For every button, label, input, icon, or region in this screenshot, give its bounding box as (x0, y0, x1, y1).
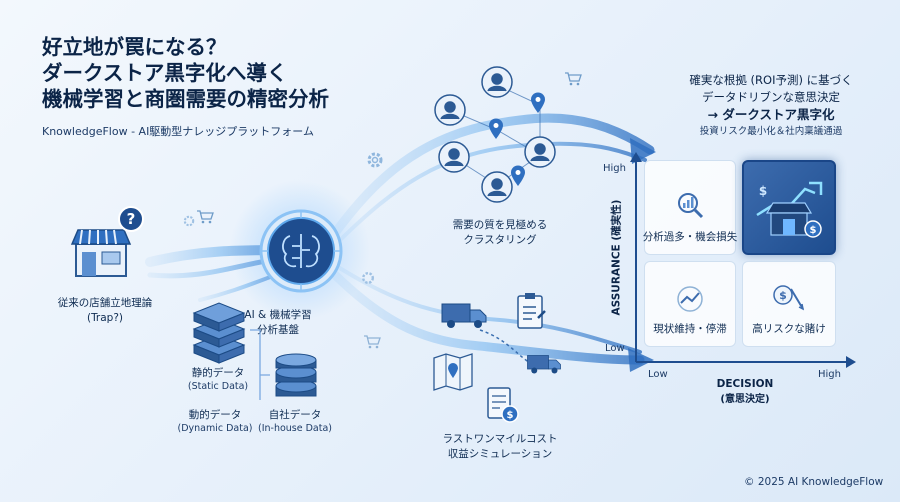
question-icon: ? (126, 210, 136, 228)
x-axis-title-main: DECISION (716, 378, 774, 390)
y-axis-title: ASSURANCE (確実性) (610, 199, 623, 316)
core-label-line-2: 分析基盤 (257, 324, 299, 336)
matrix-cell-top-left: 分析過多・機会損失 (642, 160, 738, 255)
x-high-tick: High (818, 369, 841, 380)
lastmile-label-line-2: 収益シミュレーション (447, 448, 553, 460)
store-label-line-1: 従来の店舗立地理論 (57, 297, 153, 309)
people-icon (434, 66, 556, 203)
title-line-2: ダークストア黒字化へ導く (42, 61, 288, 85)
x-low-tick: Low (648, 369, 668, 380)
headline-line-4: 投資リスク最小化＆社内稟議通過 (699, 126, 843, 137)
core-label: AI & 機械学習 分析基盤 (228, 308, 328, 338)
inhouse-data-en: (In-house Data) (257, 423, 332, 434)
truck-icon (527, 355, 561, 374)
inhouse-data-name: 自社データ (268, 409, 322, 421)
question-badge: ? (118, 206, 144, 232)
matrix-cell-top-right: $ $ (742, 160, 836, 255)
magnifier-chart-icon (678, 193, 704, 219)
headline-line-2: データドリブンな意思決定 (702, 90, 840, 104)
svg-text:$: $ (507, 410, 514, 421)
y-high-tick: High (603, 163, 626, 174)
headline-line-1: 確実な根拠 (ROI予測) に基づく (689, 73, 853, 87)
x-axis-title-sub: (意思決定) (720, 394, 770, 405)
database-icon (192, 302, 246, 364)
gear-icon (367, 152, 383, 168)
trend-icon (677, 286, 703, 312)
cell-label-bottom-right: 高リスクな賭け (752, 323, 826, 335)
static-data-name: 静的データ (191, 367, 245, 379)
inhouse-data-label: 自社データ (In-house Data) (250, 408, 340, 436)
brain-chip-icon (259, 209, 343, 293)
dynamic-data-en: (Dynamic Data) (177, 423, 253, 434)
core-label-line-1: AI & 機械学習 (244, 309, 312, 321)
clipboard-icon (517, 293, 546, 329)
store-icon (70, 229, 132, 277)
title-block: 好立地が罠になる？ ダークストア黒字化へ導く 機械学習と商圏需要の精密分析 (42, 34, 329, 112)
store-label-line-2: (Trap?) (86, 312, 124, 324)
y-low-tick: Low (605, 343, 625, 354)
lastmile-label-line-1: ラストワンマイルコスト (442, 433, 558, 445)
matrix-axes (630, 152, 856, 368)
invoice-icon: $ (487, 387, 519, 423)
title-line-1: 好立地が罠になる？ (42, 35, 227, 59)
route-map-icon (433, 353, 473, 391)
clustering-label-line-2: クラスタリング (463, 234, 537, 246)
map-pin-icon (489, 118, 503, 139)
map-pin-icon (511, 165, 525, 186)
x-axis-title: DECISION (意思決定) (700, 378, 790, 405)
matrix-cell-bottom-right: $ 高リスクな賭け (742, 261, 836, 347)
database-icon (275, 353, 317, 397)
cell-label-bottom-left: 現状維持・停滞 (653, 323, 727, 335)
map-pin-icon (531, 92, 545, 113)
svg-text:$: $ (759, 184, 767, 198)
title-line-3: 機械学習と商圏需要の精密分析 (42, 87, 329, 111)
clustering-label: 需要の質を見極める クラスタリング (440, 218, 560, 248)
gear-icon (362, 272, 374, 284)
shopping-cart-icon (364, 335, 381, 349)
static-data-label: 静的データ (Static Data) (178, 366, 258, 394)
shopping-cart-icon (197, 210, 214, 224)
static-data-en: (Static Data) (187, 381, 249, 392)
svg-text:$: $ (810, 225, 817, 236)
connector-lines (250, 329, 270, 400)
svg-text:$: $ (779, 289, 787, 302)
headline-line-3: → ダークストア黒字化 (707, 107, 835, 122)
dynamic-data-name: 動的データ (188, 409, 242, 421)
lastmile-label: ラストワンマイルコスト 収益シミュレーション (430, 432, 570, 462)
shopping-cart-icon (565, 72, 582, 86)
dynamic-data-label: 動的データ (Dynamic Data) (170, 408, 260, 436)
dark-store-growth-icon: $ $ (756, 181, 823, 238)
cell-label-top-left: 分析過多・機会損失 (642, 231, 738, 243)
matrix-cell-bottom-left: 現状維持・停滞 (644, 261, 736, 347)
decision-headline: 確実な根拠 (ROI予測) に基づく データドリブンな意思決定 → ダークストア… (668, 72, 874, 140)
money-icon: $ (773, 285, 805, 311)
subtitle: KnowledgeFlow - AI駆動型ナレッジプラットフォーム (42, 125, 314, 138)
clustering-label-line-1: 需要の質を見極める (452, 219, 548, 231)
gear-icon (183, 215, 195, 227)
footer-copyright: © 2025 AI KnowledgeFlow (744, 476, 884, 488)
truck-icon (441, 303, 487, 328)
store-label: 従来の店舗立地理論 (Trap?) (35, 296, 175, 326)
